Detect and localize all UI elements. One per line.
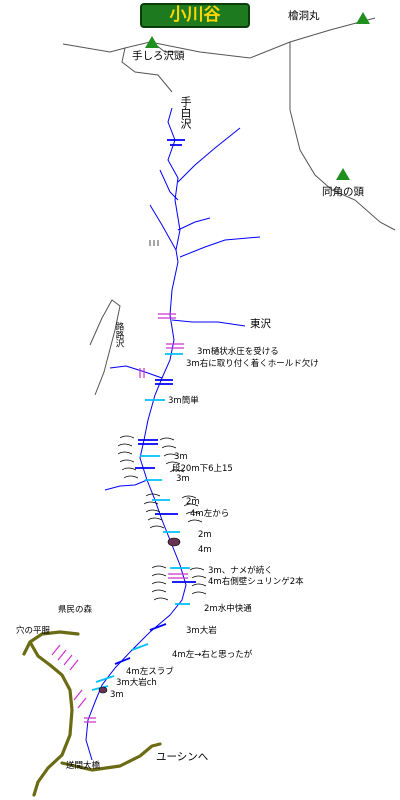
note-label: 2m水中快通	[204, 604, 252, 614]
note-label: 3m大岩	[186, 626, 217, 636]
peak-icon	[336, 168, 350, 180]
note-label: 4m左スラブ	[126, 667, 174, 677]
peak-label-dousumi: 同角の頭	[322, 186, 364, 198]
waterfall-markers	[91, 139, 196, 691]
note-label: 3m	[174, 452, 188, 462]
note-label: 3m	[110, 690, 124, 700]
note-label: 3m右に取り付く着くホールド欠け	[186, 359, 319, 369]
trail-label: 路路沢	[114, 322, 124, 348]
stream-label-higashisawa: 東沢	[250, 318, 271, 330]
note-label: 3m	[176, 474, 190, 484]
note-label: 2m	[186, 497, 200, 507]
boulder-marker	[167, 537, 181, 547]
place-label-plaza: 穴の平服	[16, 626, 51, 636]
place-label-bridge: 送間太橋	[66, 761, 101, 771]
map-title: 小川谷	[140, 3, 250, 28]
peak-label-teshirosawa: 手しろ沢頭	[132, 50, 185, 62]
note-label: 3m樋状水圧を受ける	[197, 347, 279, 357]
note-label: 2m	[198, 530, 212, 540]
note-label: 4m左→右と思ったが	[172, 650, 253, 660]
note-label: 4m左から	[190, 509, 230, 519]
note-label: 4m	[198, 545, 212, 555]
gorge-walls	[117, 240, 207, 601]
ridge-lines	[62, 17, 396, 396]
place-label-road: 県民の森	[58, 605, 93, 615]
note-label: 4m右側壁シュリンゲ2本	[208, 577, 304, 587]
note-label: 3m簡単	[168, 396, 199, 406]
peak-label-hinokiboramaru: 檜洞丸	[288, 10, 320, 22]
note-label: 3m、ナメが続く	[208, 566, 273, 576]
note-label: 段20m下6上15	[172, 464, 233, 474]
trail-crossings	[51, 313, 188, 723]
stream-lines	[85, 107, 261, 761]
boulder-marker	[98, 686, 108, 694]
road-lines	[22, 630, 162, 797]
place-label-to-yushin: ユーシンへ	[156, 751, 209, 763]
peak-icon	[145, 36, 159, 48]
peak-icon	[356, 12, 370, 24]
note-label: 3m大岩ch	[116, 678, 157, 688]
stream-label-teshirosawa: 手白沢	[179, 96, 192, 129]
